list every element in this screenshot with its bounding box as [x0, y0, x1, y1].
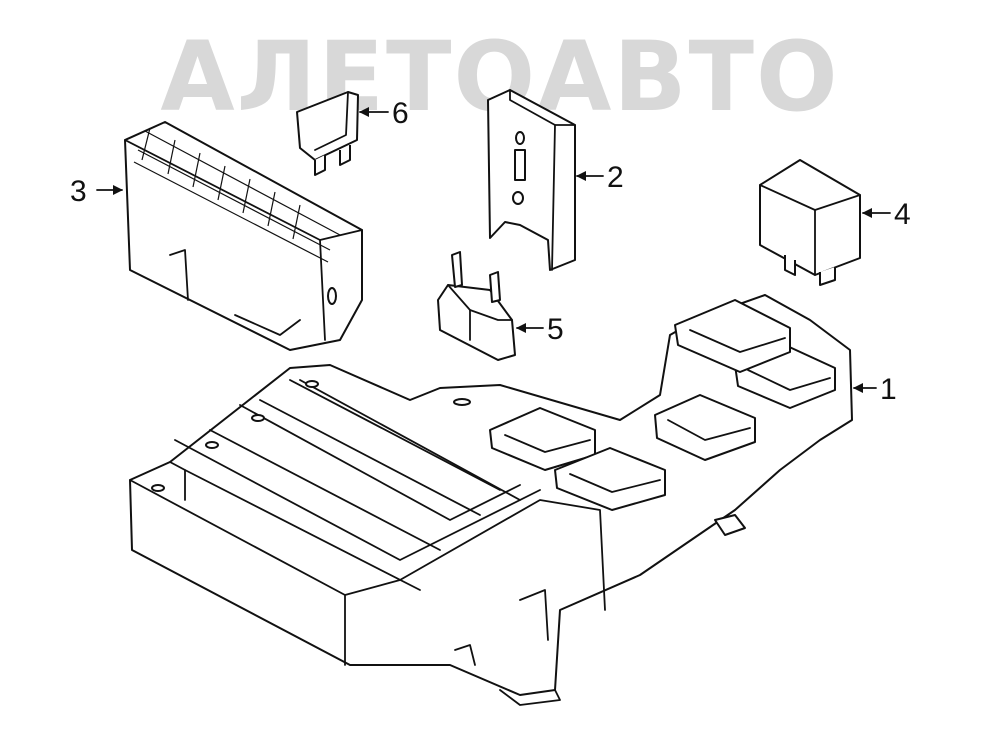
part-4-relay: [759, 159, 861, 286]
callout-2-label: 2: [607, 161, 624, 194]
callout-arrows: [96, 107, 891, 393]
callout-6-label: 6: [392, 97, 409, 130]
callout-5-label: 5: [547, 313, 564, 346]
callout-3-label: 3: [70, 175, 87, 208]
callout-1-label: 1: [880, 373, 897, 406]
part-1-box-base: [129, 294, 853, 706]
callout-4-label: 4: [894, 198, 911, 231]
part-5-maxi-fuse: [437, 251, 516, 361]
part-2-bracket: [487, 89, 576, 271]
part-3-fuse-block: [124, 121, 363, 351]
part-6-blade-fuse: [296, 91, 359, 176]
